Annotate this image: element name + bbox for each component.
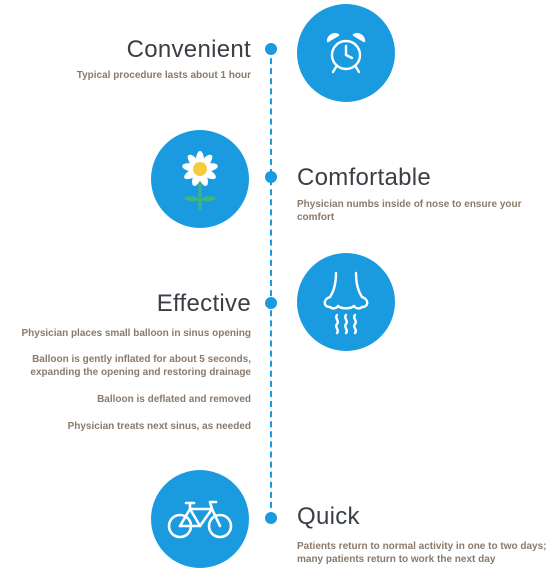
timeline-dot-comfortable: [265, 171, 277, 183]
desc-comfortable: Physician numbs inside of nose to ensure…: [297, 199, 522, 223]
heading-effective: Effective: [156, 290, 251, 317]
circle-comfortable: [151, 130, 249, 228]
heading-comfortable: Comfortable: [297, 164, 432, 191]
timeline-dot-effective: [265, 297, 277, 309]
circle-quick: [151, 470, 249, 568]
circle-effective: [297, 253, 395, 351]
bicycle-icon: [167, 500, 233, 539]
circle-convenient: [297, 4, 395, 102]
daisy-flower-icon: [182, 151, 218, 210]
desc-effective-step-2: Balloon is gently inflated for about 5 s…: [30, 354, 251, 378]
desc-quick: Patients return to normal activity in on…: [297, 541, 547, 565]
desc-effective-step-3: Balloon is deflated and removed: [97, 394, 251, 405]
timeline-line: [270, 48, 272, 518]
desc-effective-step-1: Physician places small balloon in sinus …: [21, 328, 251, 339]
desc-convenient: Typical procedure lasts about 1 hour: [76, 70, 251, 81]
timeline-dot-quick: [265, 512, 277, 524]
alarm-clock-icon: [326, 33, 366, 74]
heading-quick: Quick: [297, 503, 360, 530]
desc-effective-step-4: Physician treats next sinus, as needed: [67, 421, 251, 432]
heading-convenient: Convenient: [126, 36, 251, 63]
timeline-dot-convenient: [265, 43, 277, 55]
nose-icon: [323, 271, 369, 335]
